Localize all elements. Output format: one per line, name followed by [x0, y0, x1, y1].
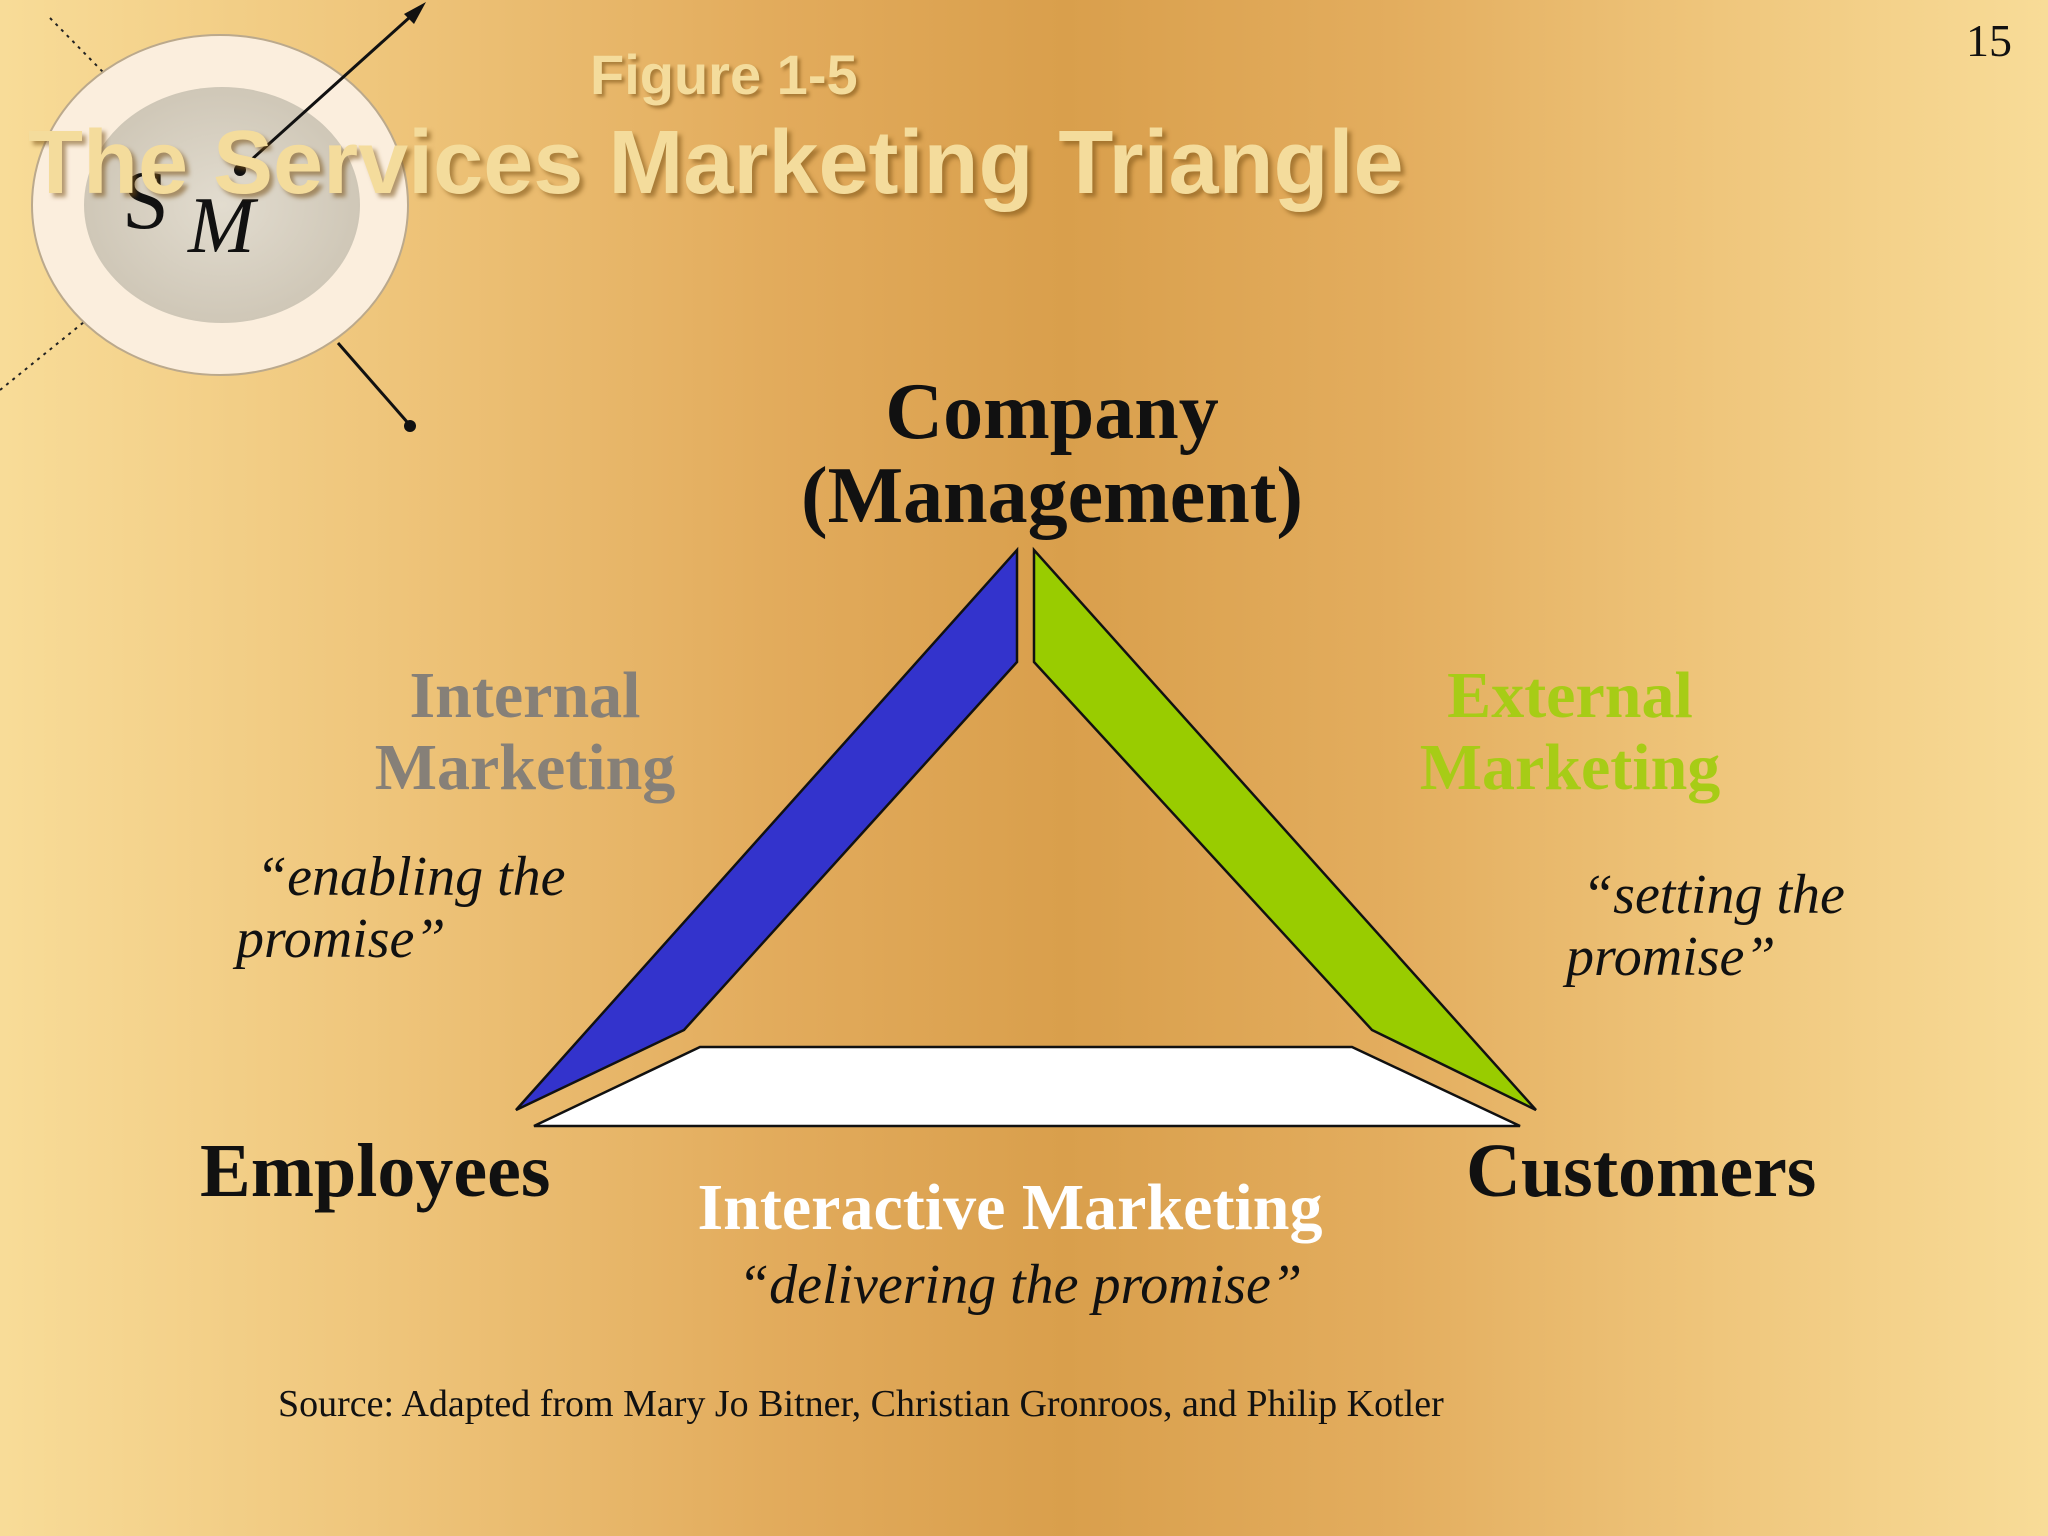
- logo-letter-s: S: [122, 154, 169, 247]
- arrow-head-icon: [404, 2, 426, 24]
- external-marketing-side: [1032, 546, 1537, 1112]
- vertex-company-line2: (Management): [800, 452, 1304, 540]
- logo-lower-line: [336, 342, 410, 424]
- vertex-company-line1: Company: [885, 368, 1219, 456]
- quote-enabling: “enabling the promise”: [236, 846, 596, 970]
- quote-enabling-line2: promise”: [236, 908, 446, 970]
- quote-enabling-line1: “enabling the: [256, 846, 566, 908]
- logo-arrow-dot: [234, 164, 246, 176]
- quote-setting: “setting the promise”: [1566, 864, 1866, 988]
- dotted-line-lower: [0, 321, 85, 391]
- interactive-marketing-side: [533, 1045, 1521, 1128]
- external-marketing-label: External Marketing: [1400, 660, 1740, 804]
- interactive-marketing-label: Interactive Marketing: [697, 1171, 1323, 1244]
- external-marketing-line2: Marketing: [1419, 731, 1721, 804]
- internal-marketing-side: [515, 546, 1019, 1112]
- page-number: 15: [1966, 15, 2012, 66]
- sm-logo: S M: [0, 2, 426, 432]
- internal-marketing-line2: Marketing: [374, 731, 676, 804]
- vertex-employees: Employees: [200, 1129, 551, 1213]
- internal-marketing-line1: Internal: [409, 659, 641, 732]
- logo-letter-m: M: [187, 182, 259, 270]
- logo-lower-dot: [404, 420, 416, 432]
- logo-arrow-line: [238, 6, 422, 172]
- logo-inner-disc: [84, 87, 360, 323]
- slide-title: The Services Marketing Triangle: [28, 113, 1404, 213]
- internal-marketing-label: Internal Marketing: [330, 660, 720, 804]
- vertex-company: Company (Management): [752, 370, 1352, 538]
- figure-label: Figure 1-5: [590, 43, 858, 106]
- quote-delivering: “delivering the promise”: [737, 1254, 1303, 1316]
- quote-setting-line2: promise”: [1566, 926, 1776, 988]
- quote-setting-line1: “setting the: [1582, 864, 1845, 926]
- external-marketing-line1: External: [1447, 659, 1693, 732]
- source-citation: Source: Adapted from Mary Jo Bitner, Chr…: [278, 1383, 1444, 1425]
- vertex-customers: Customers: [1466, 1129, 1817, 1213]
